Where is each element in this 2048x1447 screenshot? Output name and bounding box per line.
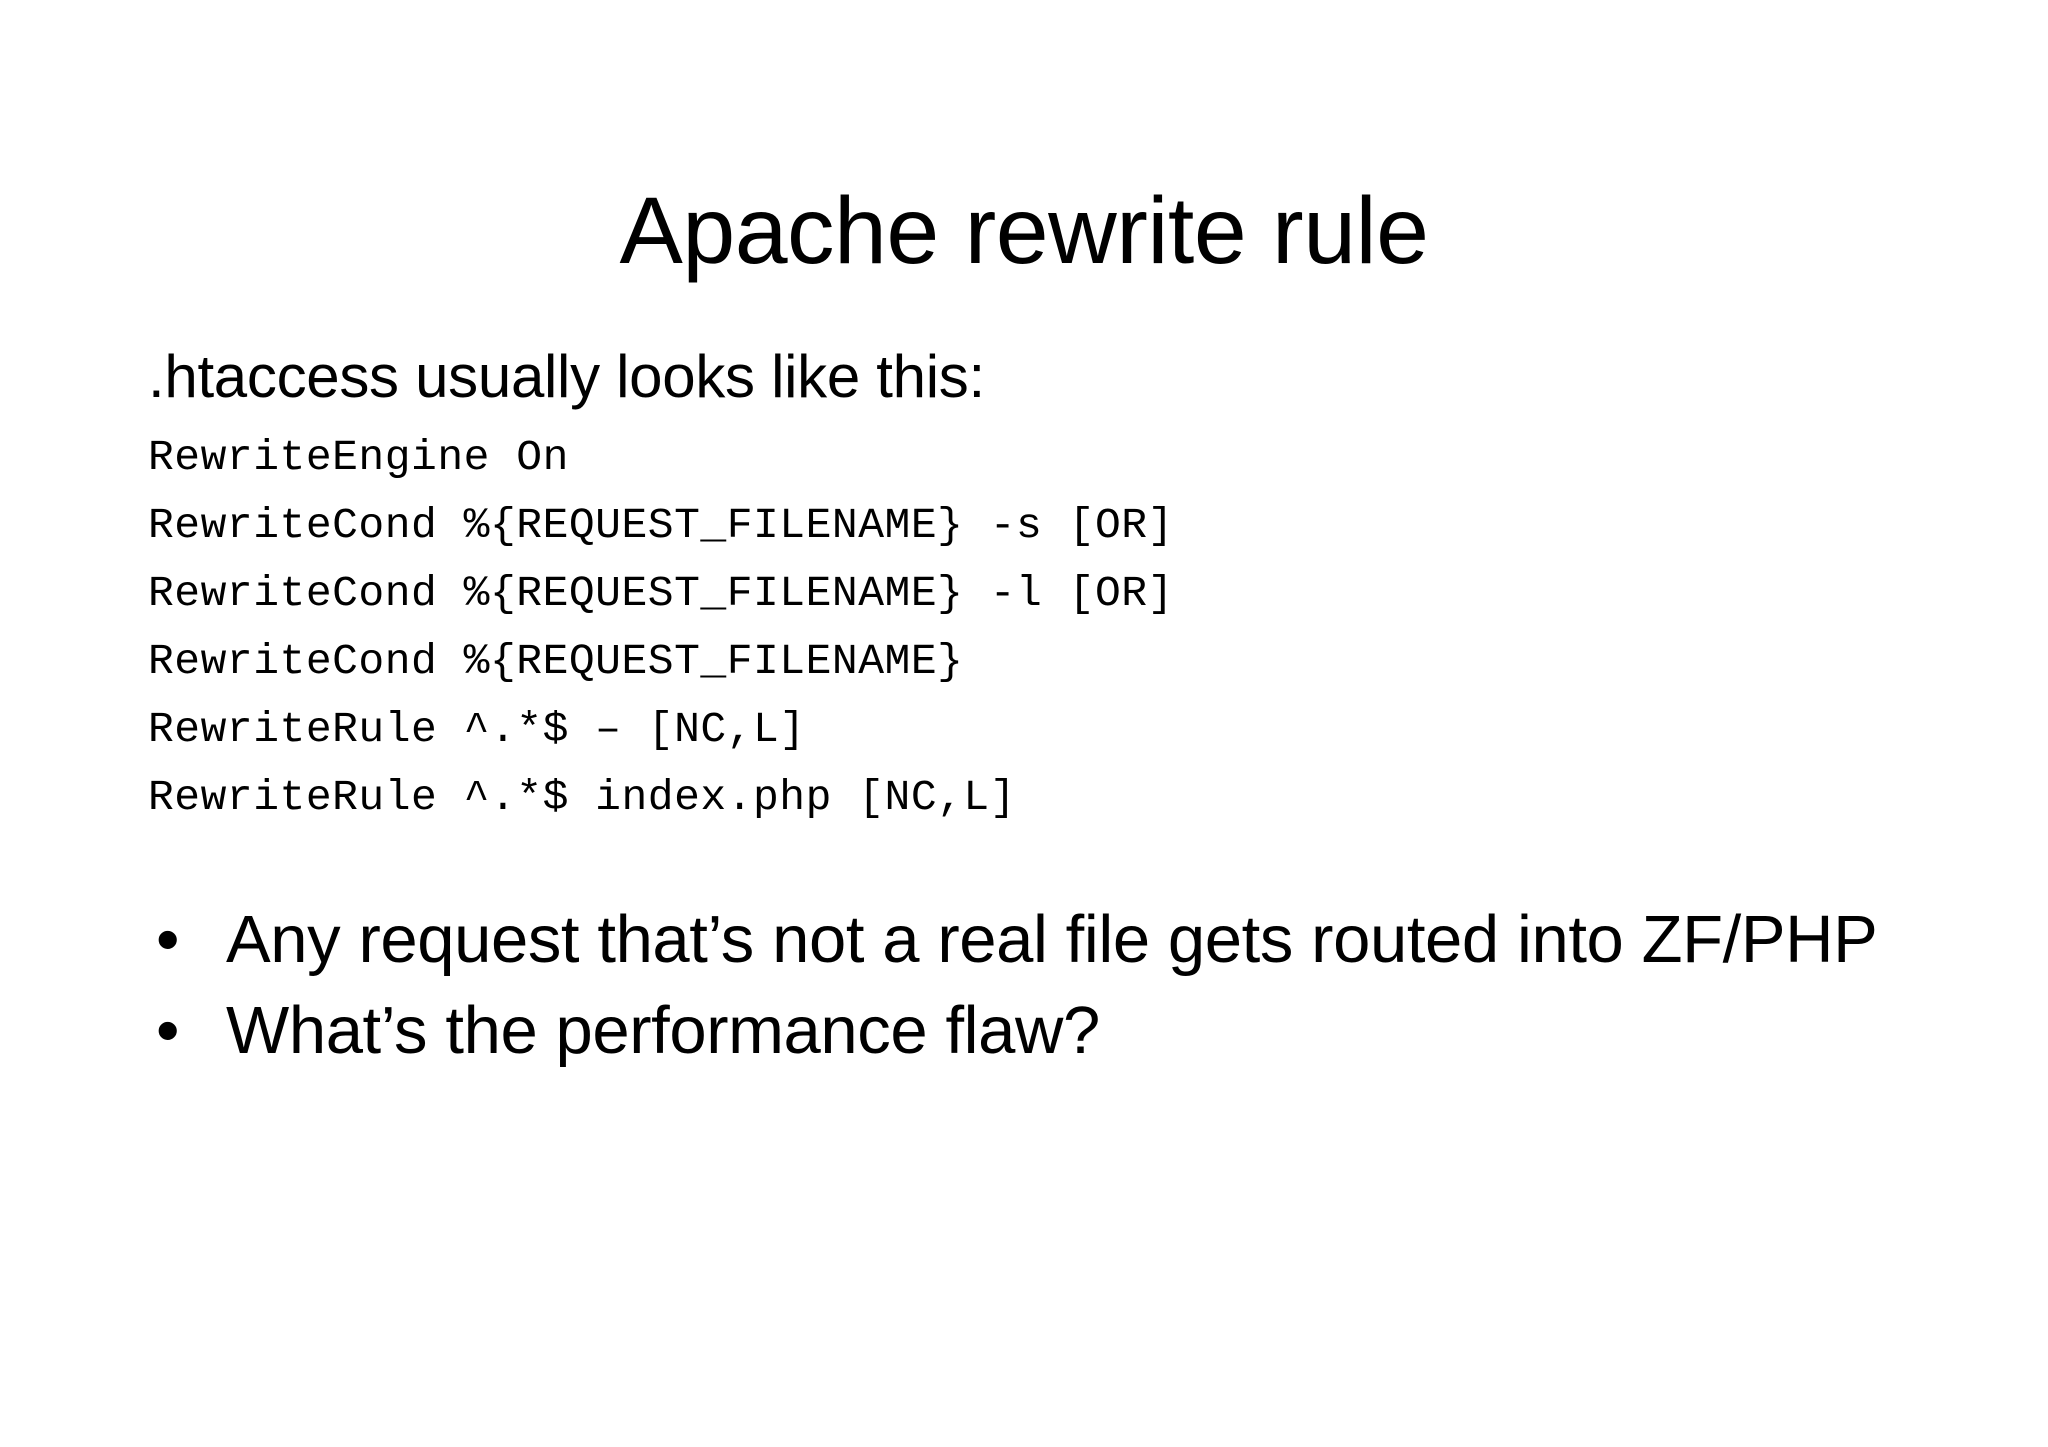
code-line: RewriteEngine On [148,432,569,482]
subheading: .htaccess usually looks like this: [148,343,985,410]
code-line: RewriteCond %{REQUEST_FILENAME} [148,636,964,686]
code-block: RewriteEngine On RewriteCond %{REQUEST_F… [148,424,1968,832]
bullet-dot-icon: • [156,992,180,1068]
list-item-label: Any request that’s not a real file gets … [226,901,1878,977]
slide-body: .htaccess usually looks like this: Rewri… [148,343,1968,1084]
code-line: RewriteRule ^.*$ index.php [NC,L] [148,772,1017,822]
list-item: • Any request that’s not a real file get… [148,902,1968,977]
bullet-list: • Any request that’s not a real file get… [148,902,1968,1068]
list-item: • What’s the performance flaw? [148,993,1968,1068]
list-item-label: What’s the performance flaw? [226,992,1100,1068]
code-line: RewriteCond %{REQUEST_FILENAME} -l [OR] [148,568,1174,618]
code-line: RewriteRule ^.*$ – [NC,L] [148,704,806,754]
page-title: Apache rewrite rule [619,177,1429,284]
code-line: RewriteCond %{REQUEST_FILENAME} -s [OR] [148,500,1174,550]
bullet-dot-icon: • [156,901,180,977]
